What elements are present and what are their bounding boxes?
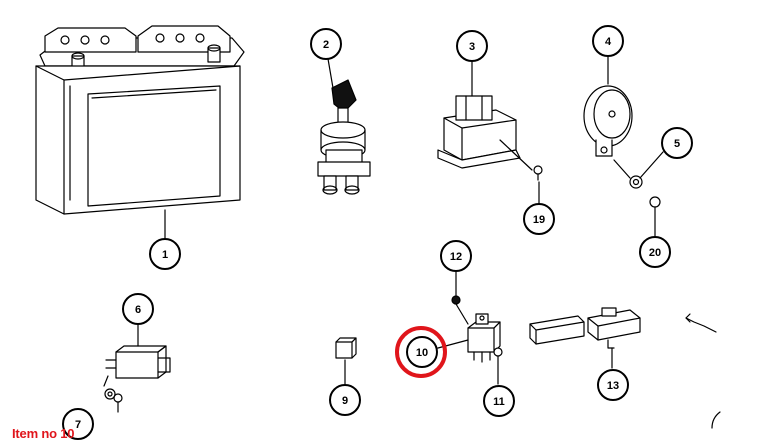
- callout-1: 1: [149, 238, 181, 270]
- callout-12-label: 12: [450, 251, 462, 263]
- part-13-fuse-holder: [529, 307, 641, 369]
- callout-3-label: 3: [469, 41, 475, 53]
- callout-13-label: 13: [607, 380, 619, 392]
- callout-19-label: 19: [533, 214, 545, 226]
- part-11-nut: [493, 347, 503, 385]
- callout-12: 12: [440, 240, 472, 272]
- callout-6: 6: [122, 293, 154, 325]
- callout-9: 9: [329, 384, 361, 416]
- part-relay-box: [437, 57, 533, 171]
- part-horn: [583, 54, 633, 157]
- callout-9-label: 9: [342, 395, 348, 407]
- part-19-screw: [533, 165, 543, 205]
- callout-7-label: 7: [75, 419, 81, 431]
- callout-1-label: 1: [162, 249, 168, 261]
- part-10-relay: [437, 303, 501, 363]
- partial-callout-circle: [711, 411, 721, 429]
- callout-2-label: 2: [323, 39, 329, 51]
- callout-13: 13: [597, 369, 629, 401]
- part-12-bolt: [451, 267, 461, 305]
- callout-11-label: 11: [493, 396, 505, 408]
- part-cable-tie: [685, 313, 717, 333]
- callout-5: 5: [661, 127, 693, 159]
- callout-7: 7: [62, 408, 94, 440]
- part-6-switch: [103, 323, 171, 413]
- part-20-nut: [649, 196, 661, 237]
- part-isolator-switch: [317, 52, 371, 195]
- callout-4-label: 4: [605, 36, 612, 48]
- callout-19: 19: [523, 203, 555, 235]
- callout-20-label: 20: [649, 247, 661, 259]
- callout-10-label: 10: [416, 347, 428, 359]
- callout-20: 20: [639, 236, 671, 268]
- callout-2: 2: [310, 28, 342, 60]
- callout-11: 11: [483, 385, 515, 417]
- callout-10: 10: [406, 336, 438, 368]
- callout-3: 3: [456, 30, 488, 62]
- item-caption: Item no 10: [12, 426, 75, 441]
- highlight-ring: [395, 326, 447, 378]
- part-battery: [35, 25, 245, 239]
- callout-5-label: 5: [674, 138, 680, 150]
- callout-4: 4: [592, 25, 624, 57]
- part-5-washer: [613, 151, 664, 189]
- callout-6-label: 6: [135, 304, 141, 316]
- part-9-plug: [335, 337, 357, 387]
